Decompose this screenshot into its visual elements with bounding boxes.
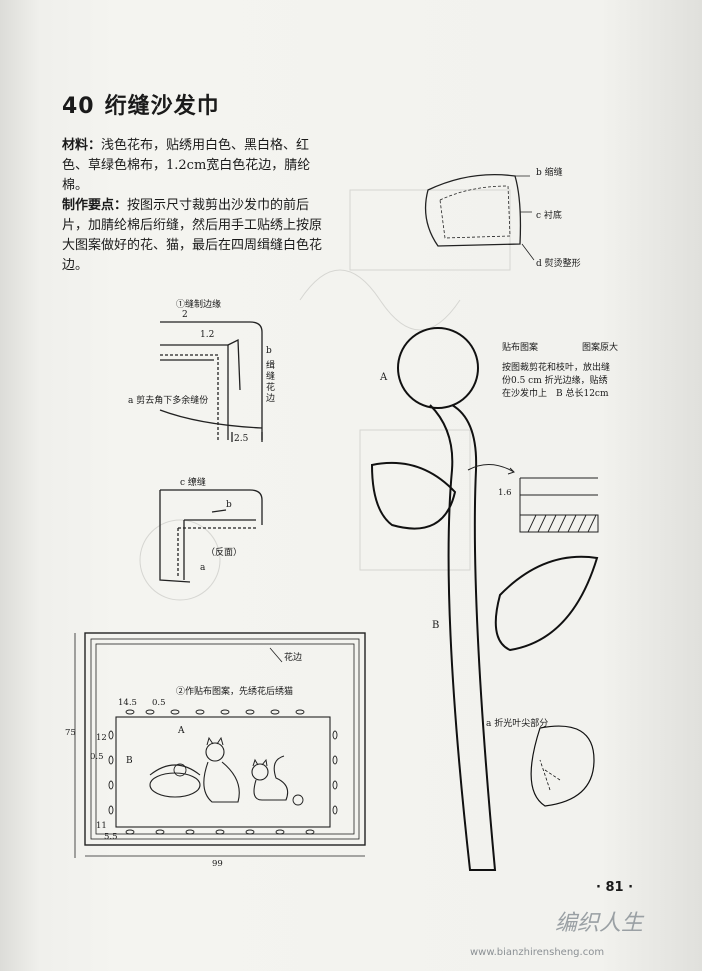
diagram2-label-a: a <box>200 563 206 573</box>
diagram1-label-a: a 剪去角下多余缝份 <box>128 396 209 406</box>
applique-label-A: A <box>380 372 388 383</box>
materials-text: 浅色花布，贴绣用白色、黑白格、红色、草绿色棉布，1.2cm宽白色花边，腈纶棉。 <box>62 138 311 193</box>
diagram1-label-b-text-4: 边 <box>266 394 276 404</box>
materials-label: 材料： <box>62 138 102 153</box>
watermark-logo: 编织人生 <box>555 911 644 936</box>
diagram3-label-A: A <box>178 726 185 736</box>
diagram1-label-b-text-3: 花 <box>266 383 276 393</box>
materials-paragraph: 材料：浅色花布，贴绣用白色、黑白格、红色、草绿色棉布，1.2cm宽白色花边，腈纶… <box>62 136 334 196</box>
diagram1-dim-bottom: 2.5 <box>234 434 249 444</box>
diagram1-dim-mid: 1.2 <box>200 330 215 340</box>
diagram1-label-b: b <box>266 346 272 356</box>
diagram3-dim-12: 12 <box>96 733 107 743</box>
diagram3-dim-0-5-left: 0.5 <box>90 752 104 762</box>
applique-note-3: 在沙发巾上 B 总长12cm <box>502 389 609 399</box>
diagram2-label-back: （反面） <box>206 548 243 558</box>
applique-note-1: 按图裁剪花和枝叶，放出缝 <box>502 363 611 373</box>
applique-label-B: B <box>432 620 440 631</box>
diagram3-label-B: B <box>126 756 133 766</box>
title-text: 绗缝沙发巾 <box>104 93 220 119</box>
applique-title-right: 图案原大 <box>582 343 619 353</box>
corner-label-b: b 缩缝 <box>536 168 563 178</box>
diagram3-caption: ②作贴布图案，先绣花后绣猫 <box>176 687 294 697</box>
method-text: 按图示尺寸裁剪出沙发巾的前后片，加腈纶棉后绗缝，然后用手工贴绣上按原大图案做好的… <box>62 198 323 273</box>
diagram1-label-b-text-2: 缝 <box>266 372 276 382</box>
diagram1-label-b-text-1: 缉 <box>266 361 276 371</box>
diagram3-label-edge: 花边 <box>284 653 303 663</box>
applique-title-left: 贴布图案 <box>502 343 539 353</box>
diagram1-caption: ①缝制边缘 <box>176 300 222 310</box>
applique-label-a-fold: a 折光叶尖部分 <box>486 719 549 729</box>
applique-dim-1-6: 1.6 <box>498 488 512 498</box>
corner-label-d: d 熨烫整形 <box>536 259 581 269</box>
diagram3-height: 75 <box>65 728 76 738</box>
page-title: 40 绗缝沙发巾 <box>62 88 220 120</box>
corner-label-c: c 衬底 <box>536 211 562 221</box>
diagram3-dim-0-5-top: 0.5 <box>152 698 166 708</box>
diagram3-dim-5-5: 5.5 <box>104 832 118 842</box>
title-number: 40 <box>62 94 95 119</box>
applique-note-2: 份0.5 cm 折光边缘，贴绣 <box>502 376 608 386</box>
diagram3-dim-11: 11 <box>96 821 107 831</box>
diagram3-dim-14-5: 14.5 <box>118 698 137 708</box>
diagram3-width: 99 <box>212 859 223 869</box>
method-paragraph: 制作要点：按图示尺寸裁剪出沙发巾的前后片，加腈纶棉后绗缝，然后用手工贴绣上按原大… <box>62 196 334 276</box>
diagram2-label-b: b <box>226 500 232 510</box>
method-label: 制作要点： <box>62 198 128 213</box>
watermark-url: www.bianzhirensheng.com <box>470 947 605 958</box>
diagram2-label-c: c 缭缝 <box>180 478 206 488</box>
diagram1-dim-top: 2 <box>182 310 188 320</box>
page-number: · 81 · <box>596 880 634 895</box>
